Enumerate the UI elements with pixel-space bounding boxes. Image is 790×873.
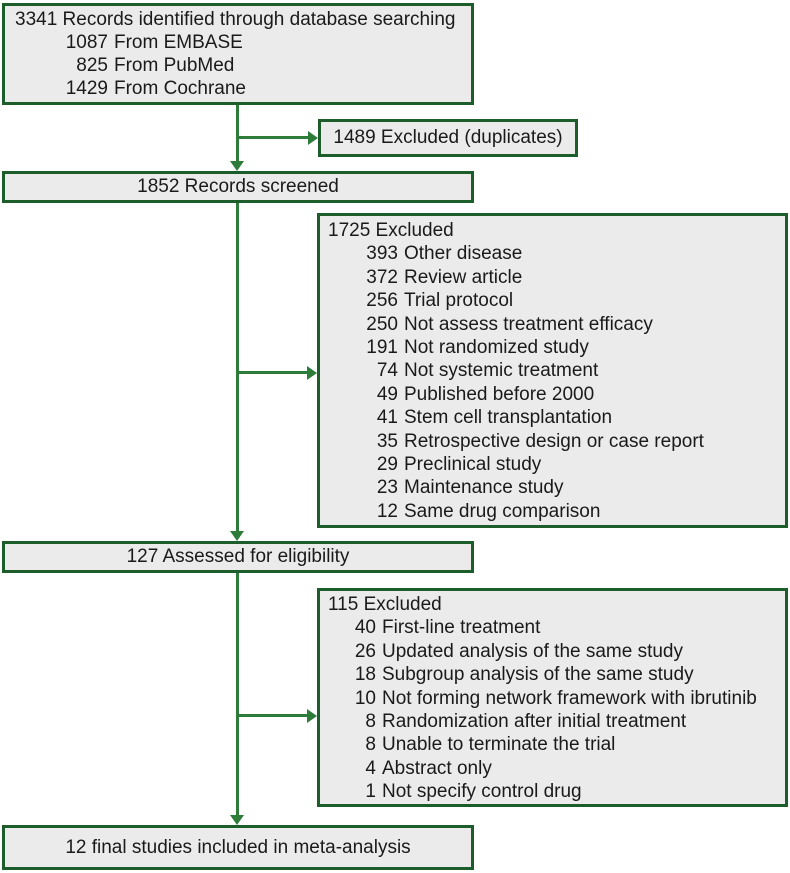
reason-count: 10: [354, 687, 376, 709]
reason-count: 74: [376, 360, 398, 382]
records-identified-source-list: 1087 From EMBASE 825 From PubMed 1429 Fr…: [15, 31, 463, 100]
reason-list-item: 4 Abstract only: [328, 757, 777, 780]
reason-list-item: 1 Not specify control drug: [328, 780, 777, 803]
reason-count: 191: [366, 337, 398, 359]
source-label: From Cochrane: [114, 78, 246, 99]
flow-line-eligibility-to-included: [236, 573, 239, 815]
reason-count: 250: [366, 313, 398, 335]
arrowhead-down-to-screened-icon: [230, 161, 244, 171]
source-count: 1429: [65, 78, 108, 99]
reason-label: Randomization after initial treatment: [382, 711, 687, 733]
reason-count: 372: [366, 266, 398, 288]
reason-label: Retrospective design or case report: [404, 430, 704, 452]
reason-count: 8: [365, 734, 376, 756]
duplicates-excluded-box: 1489 Excluded (duplicates): [318, 119, 578, 157]
source-label: From EMBASE: [114, 32, 243, 53]
reason-list-item: 35 Retrospective design or case report: [328, 430, 777, 453]
reason-label: Published before 2000: [404, 383, 595, 405]
source-label: From PubMed: [114, 55, 235, 76]
reason-label: Updated analysis of the same study: [382, 640, 684, 662]
assessed-eligibility-label: 127 Assessed for eligibility: [126, 546, 350, 567]
reason-label: Unable to terminate the trial: [382, 734, 616, 756]
reason-list-item: 250 Not assess treatment efficacy: [328, 313, 777, 336]
reason-list-item: 29 Preclinical study: [328, 453, 777, 476]
records-identified-header: 3341 Records identified through database…: [15, 9, 456, 30]
source-list-item: 1429 From Cochrane: [15, 77, 463, 100]
flow-line-screened-to-eligibility: [236, 203, 239, 531]
reason-count: 8: [365, 711, 376, 733]
reason-list-item: 49 Published before 2000: [328, 383, 777, 406]
assessed-eligibility-box: 127 Assessed for eligibility: [2, 541, 474, 573]
records-screened-box: 1852 Records screened: [2, 171, 474, 203]
reason-count: 29: [376, 454, 398, 476]
records-identified-box: 3341 Records identified through database…: [2, 3, 474, 105]
reason-label: Preclinical study: [404, 454, 542, 476]
eligibility-excluded-box: 115 Excluded 40 First-line treatment 26 …: [317, 588, 788, 807]
records-screened-label: 1852 Records screened: [137, 176, 339, 197]
reason-count: 40: [354, 617, 376, 639]
reason-label: Same drug comparison: [404, 500, 601, 522]
reason-list-item: 256 Trial protocol: [328, 289, 777, 312]
reason-count: 23: [376, 477, 398, 499]
source-count: 825: [76, 55, 108, 76]
screening-excluded-reason-list: 393 Other disease 372 Review article 256…: [328, 242, 777, 523]
screening-excluded-box: 1725 Excluded 393 Other disease 372 Revi…: [317, 213, 788, 528]
included-studies-box: 12 final studies included in meta-analys…: [2, 825, 474, 870]
reason-label: Stem cell transplantation: [404, 407, 613, 429]
included-studies-label: 12 final studies included in meta-analys…: [65, 836, 411, 858]
eligibility-excluded-header: 115 Excluded: [328, 594, 442, 615]
reason-list-item: 8 Unable to terminate the trial: [328, 733, 777, 756]
reason-label: Abstract only: [382, 757, 492, 779]
reason-label: Not randomized study: [404, 337, 589, 359]
arrowhead-down-to-included-icon: [230, 815, 244, 825]
reason-count: 35: [376, 430, 398, 452]
arrowhead-right-to-duplicates-icon: [308, 131, 318, 145]
reason-label: Subgroup analysis of the same study: [382, 664, 694, 686]
reason-count: 1: [365, 781, 376, 803]
reason-label: Not systemic treatment: [404, 360, 599, 382]
reason-label: Not assess treatment efficacy: [404, 313, 653, 335]
reason-list-item: 18 Subgroup analysis of the same study: [328, 663, 777, 686]
eligibility-excluded-reason-list: 40 First-line treatment 26 Updated analy…: [328, 616, 777, 803]
reason-count: 12: [376, 500, 398, 522]
arrowhead-down-to-eligibility-icon: [230, 531, 244, 541]
reason-list-item: 393 Other disease: [328, 242, 777, 265]
arrowhead-right-to-screening-excluded-icon: [307, 366, 317, 380]
reason-label: Trial protocol: [404, 290, 514, 312]
reason-label: Not specify control drug: [382, 781, 582, 803]
flow-line-identified-to-screened: [236, 105, 239, 162]
reason-count: 18: [354, 664, 376, 686]
reason-list-item: 74 Not systemic treatment: [328, 359, 777, 382]
flow-line-branch-eligibility-excluded: [237, 714, 307, 717]
reason-list-item: 12 Same drug comparison: [328, 500, 777, 523]
arrowhead-right-to-eligibility-excluded-icon: [307, 709, 317, 723]
reason-list-item: 372 Review article: [328, 266, 777, 289]
reason-count: 26: [354, 640, 376, 662]
reason-list-item: 40 First-line treatment: [328, 616, 777, 639]
source-list-item: 825 From PubMed: [15, 54, 463, 77]
reason-list-item: 191 Not randomized study: [328, 336, 777, 359]
screening-excluded-header: 1725 Excluded: [328, 220, 454, 241]
source-count: 1087: [65, 32, 108, 53]
reason-count: 393: [366, 243, 398, 265]
reason-list-item: 23 Maintenance study: [328, 476, 777, 499]
reason-list-item: 26 Updated analysis of the same study: [328, 640, 777, 663]
reason-label: Not forming network framework with ibrut…: [382, 687, 757, 709]
reason-list-item: 8 Randomization after initial treatment: [328, 710, 777, 733]
reason-list-item: 10 Not forming network framework with ib…: [328, 687, 777, 710]
reason-label: Other disease: [404, 243, 523, 265]
reason-list-item: 41 Stem cell transplantation: [328, 406, 777, 429]
reason-count: 49: [376, 383, 398, 405]
reason-count: 41: [376, 407, 398, 429]
reason-label: Maintenance study: [404, 477, 564, 499]
flow-line-branch-duplicates: [237, 136, 308, 139]
reason-label: Review article: [404, 266, 523, 288]
reason-count: 4: [365, 757, 376, 779]
source-list-item: 1087 From EMBASE: [15, 31, 463, 54]
reason-label: First-line treatment: [382, 617, 541, 639]
duplicates-excluded-label: 1489 Excluded (duplicates): [333, 127, 563, 148]
reason-count: 256: [366, 290, 398, 312]
flow-line-branch-screening-excluded: [237, 371, 307, 374]
